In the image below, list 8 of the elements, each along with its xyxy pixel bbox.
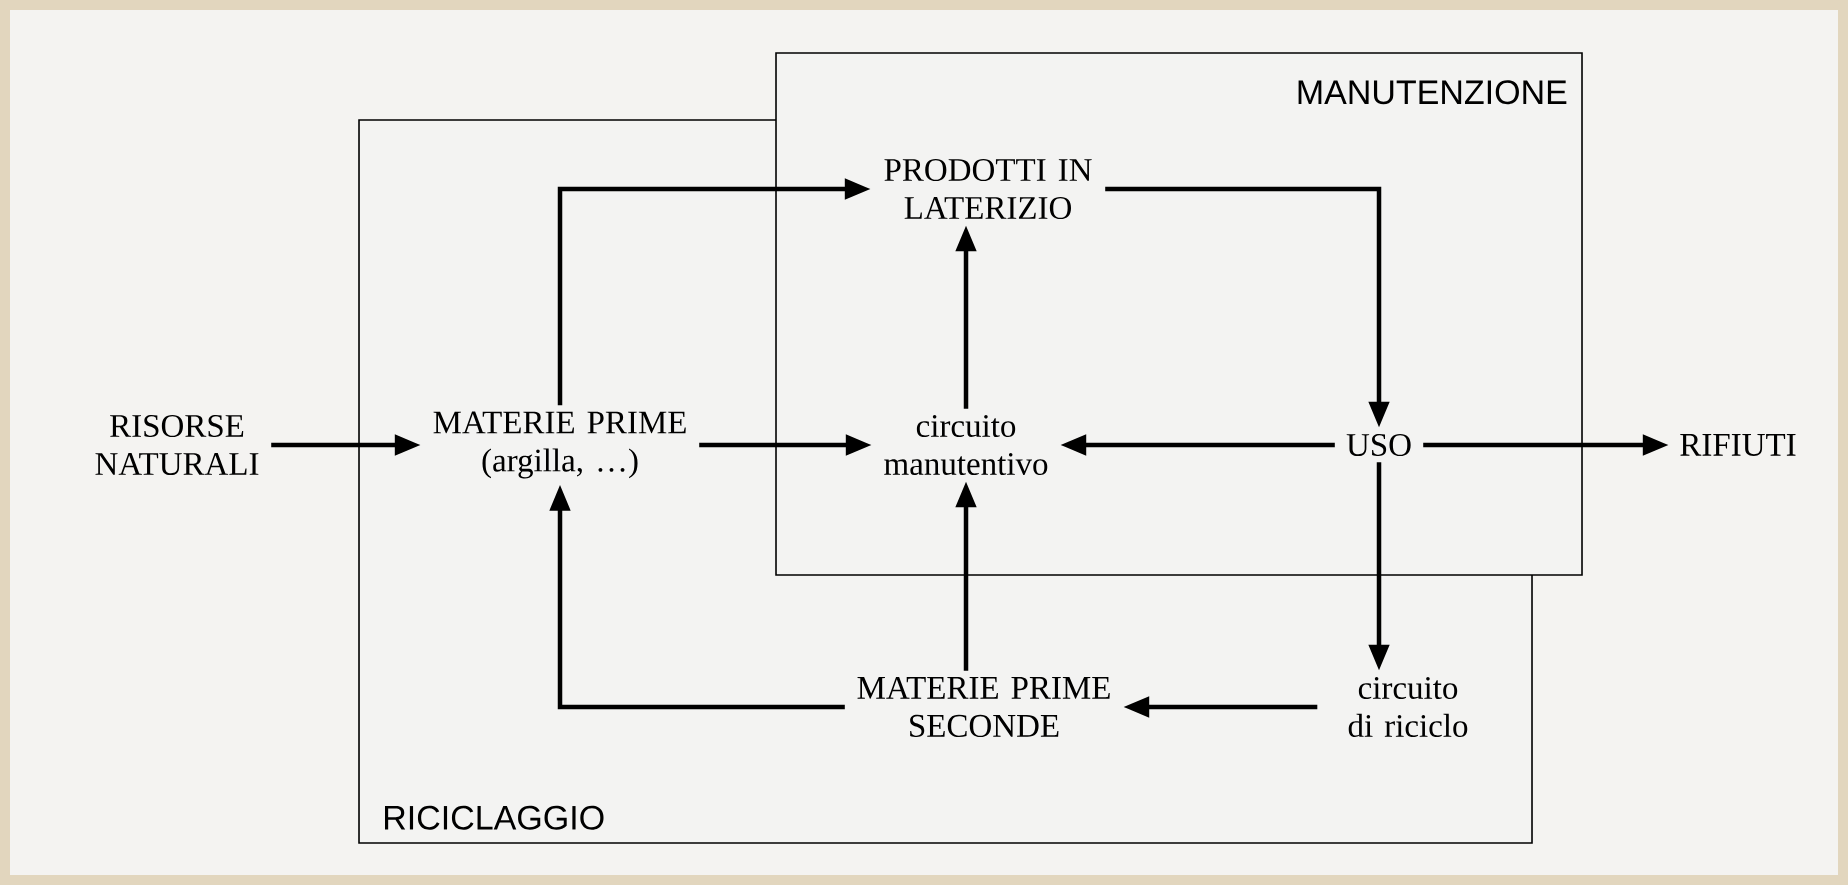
node-label: PRODOTTI IN LATERIZIO [884, 158, 1092, 220]
node-label: circuito manutentivo [884, 414, 1048, 476]
node-label: MATERIE PRIME (argilla, …) [433, 411, 686, 479]
node-label: USO [1346, 433, 1411, 457]
node-label: MATERIE PRIME SECONDE [857, 676, 1110, 738]
node-label: RISORSE NATURALI [95, 414, 259, 476]
node-label: RIFIUTI [1680, 434, 1796, 456]
node-label: circuito di riciclo [1348, 676, 1468, 738]
